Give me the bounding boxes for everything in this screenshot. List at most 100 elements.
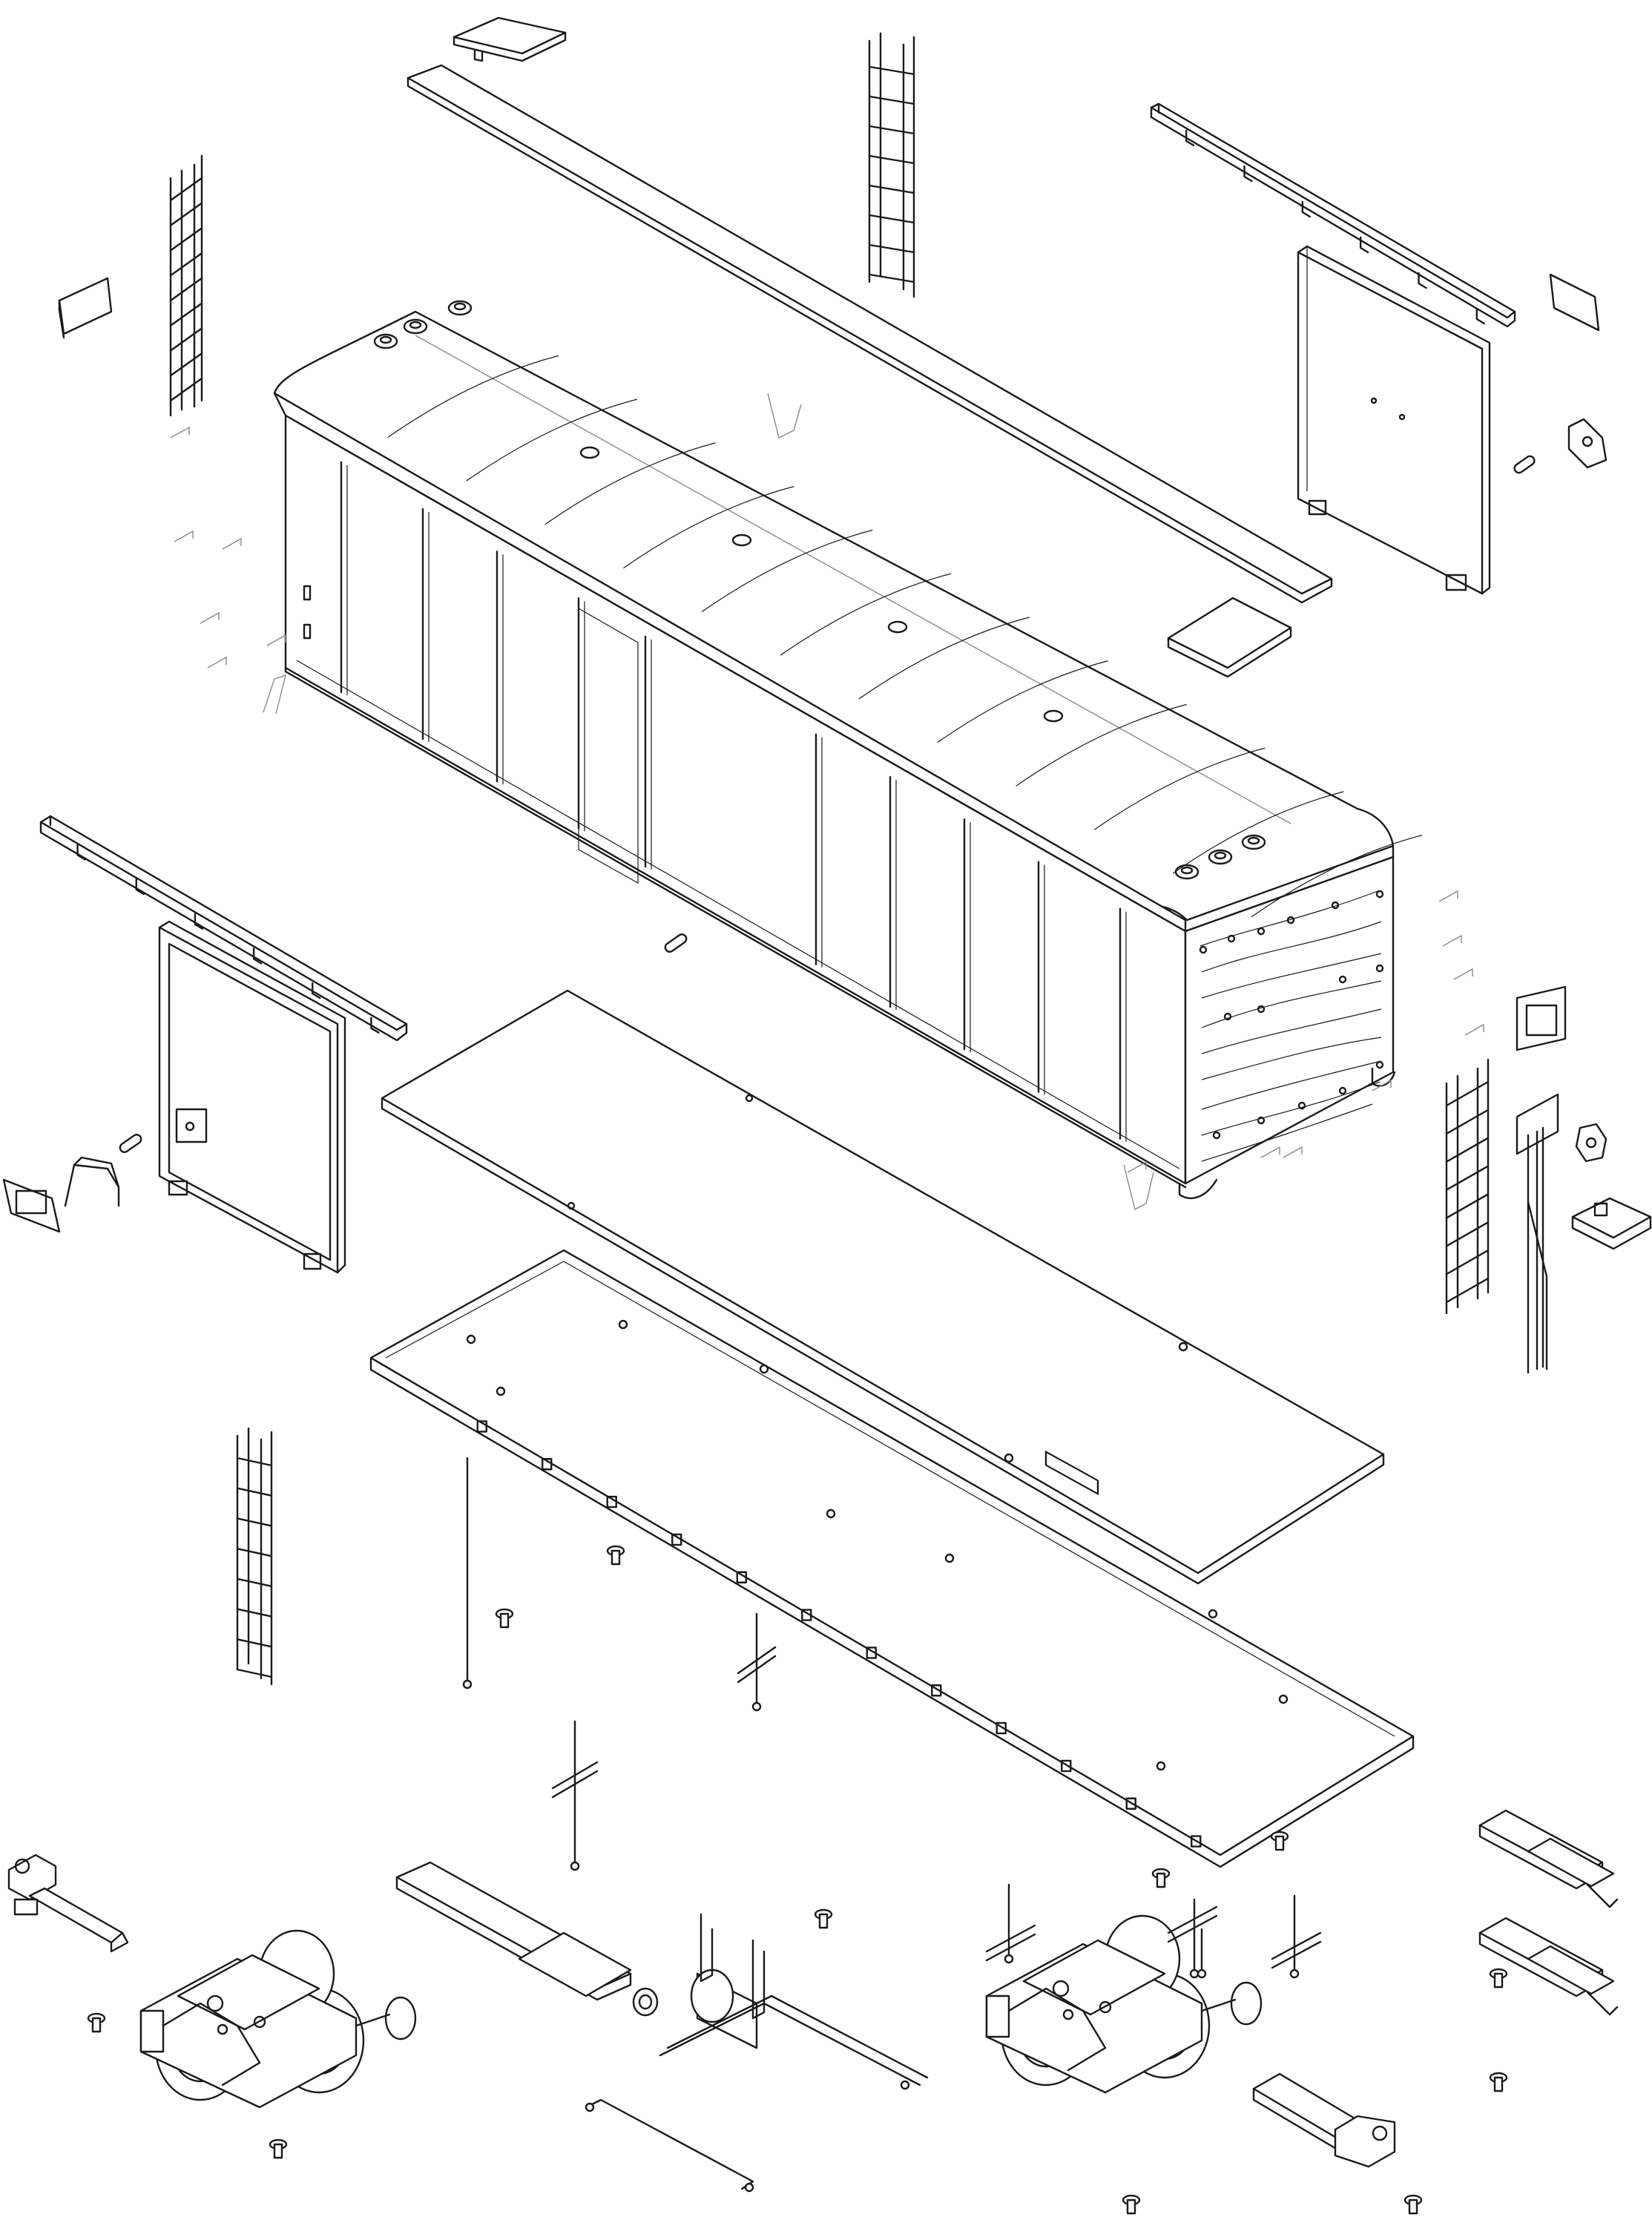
roof-rib bbox=[780, 573, 952, 656]
car-floor-planking bbox=[381, 989, 1385, 1585]
cross-rod bbox=[985, 1924, 1036, 1953]
grab-iron bbox=[1260, 1146, 1280, 1158]
ladder-rung bbox=[236, 1517, 273, 1527]
rivet bbox=[1212, 1131, 1221, 1140]
grab-irons bbox=[170, 393, 1484, 1211]
rod-end bbox=[570, 1861, 580, 1871]
door-track-lower-left bbox=[39, 815, 408, 1042]
rod-end bbox=[1004, 1954, 1014, 1964]
mounting-hole bbox=[618, 1319, 628, 1330]
boxcar-body bbox=[273, 300, 1423, 1495]
underframe-tab bbox=[1191, 1835, 1202, 1848]
track-bracket bbox=[194, 913, 204, 930]
grab-iron bbox=[1453, 968, 1473, 980]
uncoupling-rod bbox=[263, 674, 286, 715]
track-bracket bbox=[1243, 165, 1253, 183]
track-bracket bbox=[76, 844, 86, 861]
cross-rod bbox=[551, 1770, 599, 1799]
grab-iron bbox=[1442, 934, 1462, 947]
ladder-rung bbox=[868, 125, 915, 135]
ladder-rung bbox=[1445, 1249, 1490, 1275]
track-bracket bbox=[1185, 129, 1195, 147]
brake-lever-rod bbox=[585, 1994, 929, 2193]
mounting-hole bbox=[759, 1364, 769, 1374]
roof-vent-cap bbox=[1208, 849, 1233, 865]
side-ladder-top-center bbox=[868, 32, 915, 298]
underframe-tab bbox=[801, 1609, 812, 1621]
screw-shank bbox=[273, 2143, 283, 2159]
ladder-rung bbox=[1445, 1080, 1490, 1107]
ladder-rung bbox=[868, 65, 915, 76]
door-stop-bracket-right bbox=[1567, 418, 1607, 469]
screw-shank bbox=[1493, 1972, 1504, 1989]
cross-rod bbox=[1271, 1940, 1322, 1969]
truck-assembly-left bbox=[139, 1929, 417, 2109]
brake-staff-bracket bbox=[1516, 1093, 1559, 1374]
rivet bbox=[1375, 890, 1384, 899]
ladder-rung bbox=[1445, 1193, 1490, 1219]
roof-vent-cap bbox=[1241, 834, 1266, 850]
roof-vent-cap bbox=[403, 318, 428, 335]
screw-shank bbox=[499, 1612, 510, 1629]
coupler-bottom-right bbox=[1252, 2072, 1396, 2168]
cross-rod bbox=[1271, 1931, 1322, 1960]
ladder-rung bbox=[236, 1457, 273, 1467]
grab-iron bbox=[170, 426, 190, 439]
rod-end bbox=[1189, 1969, 1199, 1979]
uncoupling-rod bbox=[767, 393, 802, 439]
uncoupling-rod bbox=[1123, 1164, 1154, 1211]
roof-vent-top bbox=[1247, 836, 1260, 845]
ladder-rung bbox=[868, 184, 915, 194]
placard-lower-left bbox=[2, 1178, 61, 1233]
ladder-rung bbox=[236, 1487, 273, 1497]
track-bracket bbox=[1301, 200, 1312, 218]
air-reservoir bbox=[690, 1913, 766, 2049]
underframe-tab bbox=[606, 1495, 617, 1508]
rivet bbox=[1331, 901, 1340, 910]
roof-rib bbox=[701, 529, 873, 612]
ladder-rung bbox=[169, 227, 203, 252]
brake-wheel bbox=[1575, 1123, 1607, 1163]
roof-vent-top bbox=[453, 302, 467, 311]
ladder-rung bbox=[169, 352, 203, 377]
roof-rib bbox=[858, 617, 1030, 700]
grab-iron bbox=[1438, 890, 1458, 902]
running-board-end-platform-bottom bbox=[1167, 597, 1292, 678]
door-track-upper-right bbox=[1150, 102, 1516, 328]
roof-rib bbox=[623, 486, 794, 569]
rivet bbox=[1286, 916, 1295, 925]
roof-vent-cap bbox=[447, 300, 473, 316]
roof-vent-top bbox=[379, 335, 392, 344]
mounting-screws bbox=[87, 1545, 1508, 2215]
ladder-rung bbox=[1445, 1137, 1490, 1163]
door-pin-right bbox=[1513, 455, 1536, 474]
end-ladder-lower-left bbox=[236, 1427, 273, 1686]
roof-running-board bbox=[407, 64, 1333, 604]
ladder-rung bbox=[236, 1638, 273, 1648]
roof-hatch bbox=[887, 620, 908, 634]
ladder-rung bbox=[169, 177, 203, 202]
rod-end bbox=[1197, 1969, 1207, 1979]
ladder-rung bbox=[868, 273, 915, 283]
roof-rib bbox=[466, 398, 637, 482]
ladder-rung bbox=[1445, 1109, 1490, 1135]
rod-end bbox=[1289, 1969, 1300, 1979]
grab-iron bbox=[174, 530, 194, 542]
rivet bbox=[1257, 927, 1266, 936]
track-bracket bbox=[1359, 236, 1369, 254]
grab-iron bbox=[266, 634, 286, 646]
screw-shank bbox=[611, 1549, 621, 1566]
ladder-rung bbox=[236, 1668, 273, 1678]
running-board-end-platform-top bbox=[453, 16, 567, 62]
door-pin-center bbox=[664, 933, 688, 953]
roof-hatch bbox=[579, 446, 600, 459]
underframe-tab bbox=[1061, 1759, 1072, 1773]
placard-top-left bbox=[58, 277, 113, 339]
rivet bbox=[1338, 975, 1347, 984]
track-bracket bbox=[135, 878, 145, 896]
track-bracket bbox=[252, 948, 263, 965]
roof-rib bbox=[387, 355, 559, 438]
roof-rib bbox=[1172, 791, 1344, 874]
grab-iron bbox=[200, 611, 220, 624]
